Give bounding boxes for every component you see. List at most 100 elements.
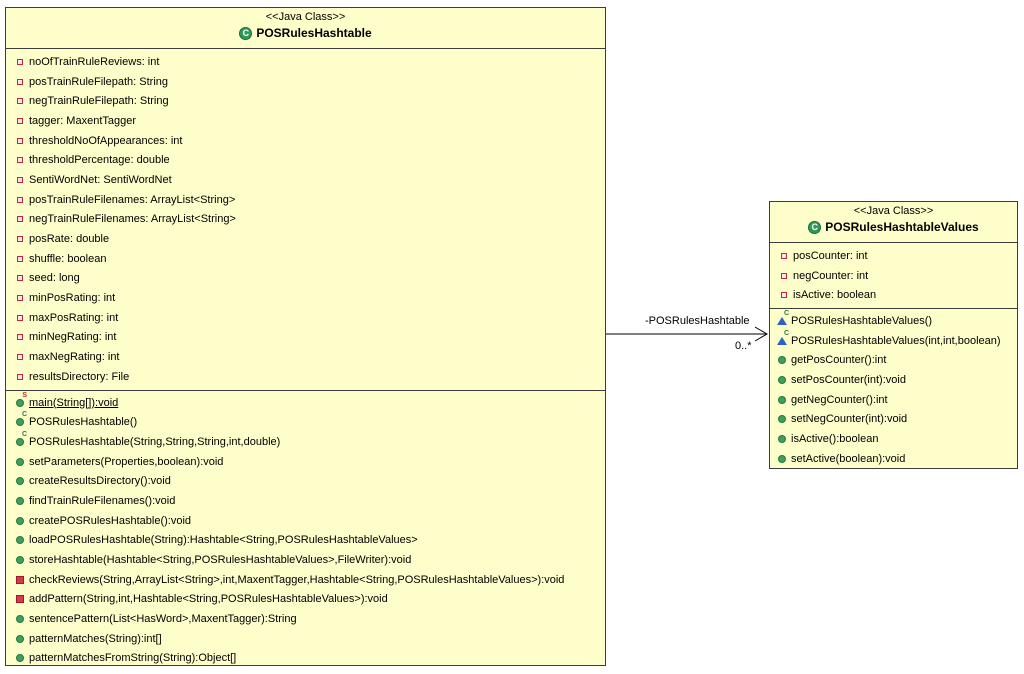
private-field-icon (14, 56, 26, 68)
field-label: posCounter: int (793, 249, 868, 262)
method-label: main(String[]):void (29, 396, 119, 409)
field-row[interactable]: negTrainRuleFilepath: String (14, 91, 605, 111)
field-row[interactable]: maxNegRating: int (14, 347, 605, 367)
public-method-icon (14, 554, 26, 566)
association-multiplicity-label: 0..* (735, 340, 752, 352)
field-row[interactable]: posTrainRuleFilepath: String (14, 72, 605, 92)
public-method-icon: S (14, 392, 27, 409)
constructor-modifier-icon: C (21, 411, 27, 419)
field-label: negTrainRuleFilepath: String (29, 95, 169, 108)
method-label: getPosCounter():int (791, 354, 887, 367)
field-row[interactable]: negTrainRuleFilenames: ArrayList<String> (14, 210, 605, 230)
field-row[interactable]: isActive: boolean (778, 285, 1017, 305)
public-method-icon (14, 613, 26, 625)
field-row[interactable]: posTrainRuleFilenames: ArrayList<String> (14, 190, 605, 210)
method-label: POSRulesHashtableValues(int,int,boolean) (791, 334, 1001, 347)
private-field-icon (778, 270, 790, 282)
field-row[interactable]: negCounter: int (778, 266, 1017, 286)
field-label: posTrainRuleFilenames: ArrayList<String> (29, 193, 236, 206)
private-field-icon (14, 331, 26, 343)
field-row[interactable]: seed: long (14, 269, 605, 289)
method-row[interactable]: setParameters(Properties,boolean):void (14, 452, 605, 472)
public-method-icon (14, 652, 26, 664)
arrowhead (754, 326, 768, 342)
field-label: minPosRating: int (29, 292, 116, 305)
method-label: patternMatches(String):int[] (29, 632, 162, 645)
public-method-icon (14, 495, 26, 507)
method-row[interactable]: loadPOSRulesHashtable(String):Hashtable<… (14, 531, 605, 551)
stereotype-label: <<Java Class>> (265, 11, 346, 23)
private-field-icon (14, 292, 26, 304)
method-label: createPOSRulesHashtable():void (29, 514, 192, 527)
public-method-icon (776, 453, 788, 465)
field-label: maxNegRating: int (29, 351, 120, 364)
method-row[interactable]: storeHashtable(Hashtable<String,POSRules… (14, 550, 605, 570)
field-row[interactable]: minPosRating: int (14, 288, 605, 308)
method-row[interactable]: findTrainRuleFilenames():void (14, 491, 605, 511)
method-row[interactable]: patternMatches(String):int[] (14, 629, 605, 649)
method-row[interactable]: setNegCounter(int):void (776, 410, 1017, 430)
field-label: thresholdNoOfAppearances: int (29, 134, 183, 147)
field-row[interactable]: resultsDirectory: File (14, 367, 605, 387)
class-name: POSRulesHashtable (256, 26, 372, 40)
method-row[interactable]: setPosCounter(int):void (776, 370, 1017, 390)
class-icon: C (239, 26, 253, 40)
method-row[interactable]: setActive(boolean):void (776, 449, 1017, 469)
method-row[interactable]: patternMatchesFromString(String):Object[… (14, 649, 605, 669)
private-field-icon (14, 154, 26, 166)
method-label: POSRulesHashtable() (29, 416, 138, 429)
method-row[interactable]: createResultsDirectory():void (14, 471, 605, 491)
constructor-modifier-icon: C (783, 309, 789, 317)
class-box-posruleshashtablevalues[interactable]: <<Java Class>> C POSRulesHashtableValues… (769, 201, 1018, 469)
method-label: addPattern(String,int,Hashtable<String,P… (29, 593, 388, 606)
public-method-icon (776, 374, 788, 386)
field-row[interactable]: maxPosRating: int (14, 308, 605, 328)
method-label: setParameters(Properties,boolean):void (29, 455, 224, 468)
private-field-icon (14, 95, 26, 107)
field-row[interactable]: shuffle: boolean (14, 249, 605, 269)
field-row[interactable]: thresholdNoOfAppearances: int (14, 131, 605, 151)
public-method-icon (14, 633, 26, 645)
method-row[interactable]: checkReviews(String,ArrayList<String>,in… (14, 570, 605, 590)
method-label: findTrainRuleFilenames():void (29, 494, 176, 507)
field-row[interactable]: thresholdPercentage: double (14, 150, 605, 170)
private-field-icon (14, 213, 26, 225)
fields-compartment: posCounter: int negCounter: int isActive: … (770, 243, 1017, 308)
field-label: negCounter: int (793, 269, 869, 282)
method-row[interactable]: addPattern(String,int,Hashtable<String,P… (14, 590, 605, 610)
class-title: C POSRulesHashtableValues (770, 220, 1017, 234)
field-row[interactable]: posCounter: int (778, 246, 1017, 266)
constructor-modifier-icon: C (783, 329, 789, 337)
field-row[interactable]: SentiWordNet: SentiWordNet (14, 170, 605, 190)
private-field-icon (14, 194, 26, 206)
field-row[interactable]: noOfTrainRuleReviews: int (14, 52, 605, 72)
method-row[interactable]: createPOSRulesHashtable():void (14, 511, 605, 531)
constructor-modifier-icon: C (21, 430, 27, 438)
field-label: thresholdPercentage: double (29, 154, 170, 167)
private-method-icon (14, 574, 26, 586)
field-row[interactable]: minNegRating: int (14, 328, 605, 348)
method-row[interactable]: sentencePattern(List<HasWord>,MaxentTagg… (14, 609, 605, 629)
field-label: resultsDirectory: File (29, 370, 130, 383)
public-method-icon: C (14, 431, 27, 448)
private-field-icon (14, 351, 26, 363)
method-row[interactable]: getNegCounter():int (776, 390, 1017, 410)
method-label: getNegCounter():int (791, 393, 888, 406)
public-method-icon (776, 413, 788, 425)
field-row[interactable]: tagger: MaxentTagger (14, 111, 605, 131)
private-field-icon (778, 250, 790, 262)
method-row[interactable]: getPosCounter():int (776, 350, 1017, 370)
class-box-posruleshashtable[interactable]: <<Java Class>> C POSRulesHashtable noOfT… (5, 7, 606, 666)
public-method-icon (14, 534, 26, 546)
field-row[interactable]: posRate: double (14, 229, 605, 249)
method-row[interactable]: isActive():boolean (776, 429, 1017, 449)
public-method-icon (776, 433, 788, 445)
